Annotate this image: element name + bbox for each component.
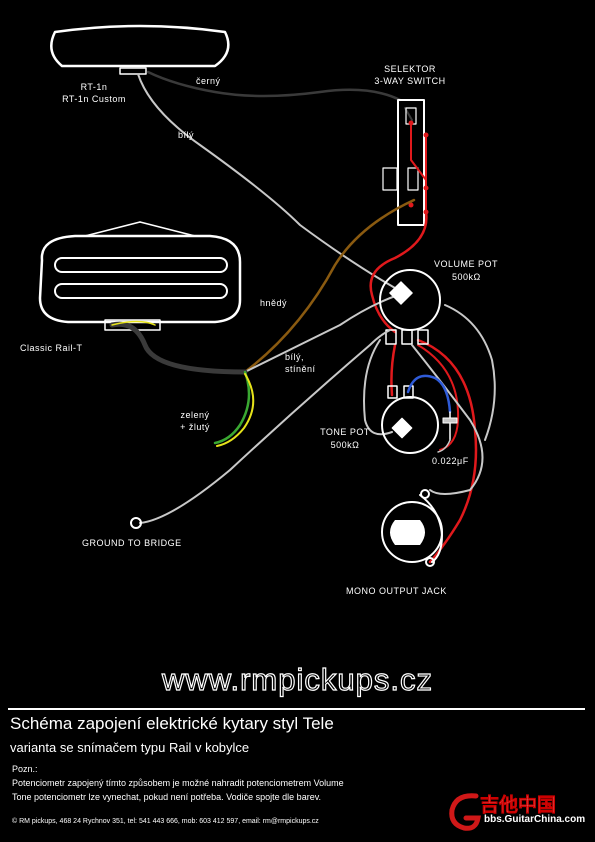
- capacitor-label: 0.022μF: [432, 456, 469, 466]
- website: www.rmpickups.cz: [161, 661, 433, 697]
- wire-ground-bridge: [139, 329, 391, 524]
- neck-pickup-name: RT-1n: [80, 82, 108, 92]
- tone-pot: [381, 385, 439, 454]
- wire-white-neck: [137, 73, 396, 289]
- wire-green-label-2: + žlutý: [180, 422, 210, 432]
- wire-shield-label-2: stínění: [285, 364, 316, 374]
- wire-shield-label-1: bílý,: [285, 352, 305, 362]
- wire-yellow: [216, 373, 255, 447]
- ground-to-bridge-label: GROUND TO BRIDGE: [82, 538, 182, 548]
- wire-green: [213, 370, 251, 445]
- wire-white-shield: [244, 294, 399, 373]
- note-line-2: Tone potenciometr lze vynechat, pokud ne…: [12, 792, 322, 802]
- bridge-pickup: [38, 221, 242, 331]
- neck-pickup: [50, 24, 230, 75]
- wire-white-label: bílý: [178, 130, 195, 140]
- footer: © RM pickups, 468 24 Rychnov 351, tel: 5…: [12, 818, 319, 825]
- switch-label-2: 3-WAY SWITCH: [374, 76, 446, 86]
- page-subtitle: varianta se snímačem typu Rail v kobylce: [10, 740, 250, 755]
- volume-pot: [379, 269, 441, 345]
- volume-label-2: 500kΩ: [452, 272, 481, 282]
- wire-black: [146, 70, 402, 102]
- note-heading: Pozn.:: [12, 764, 38, 774]
- wire-blue: [406, 374, 452, 414]
- guitar-logo-icon: [449, 793, 481, 831]
- wire-brown-label: hnědý: [260, 298, 288, 308]
- output-jack-label: MONO OUTPUT JACK: [346, 586, 447, 596]
- bridge-pickup-name: Classic Rail-T: [20, 343, 83, 353]
- tone-label-2: 500kΩ: [330, 440, 360, 450]
- wire-red: [369, 210, 428, 334]
- watermark-chinese: 吉他中国: [480, 794, 557, 817]
- wire-green-label-1: zelený: [180, 410, 210, 420]
- tone-label-1: TONE POT: [320, 427, 370, 437]
- selector-switch: [382, 99, 429, 226]
- switch-label-1: SELEKTOR: [384, 64, 436, 74]
- wire-brown: [243, 198, 416, 374]
- wire-black-label: černý: [196, 76, 221, 86]
- note-line-1: Potenciometr zapojený tímto způsobem je …: [12, 778, 344, 788]
- volume-label-1: VOLUME POT: [434, 259, 499, 269]
- divider: [8, 708, 585, 710]
- watermark: 吉他中国 bbs.GuitarChina.com: [446, 790, 591, 834]
- neck-pickup-variant: RT-1n Custom: [62, 94, 126, 104]
- output-jack: [381, 489, 443, 567]
- watermark-url: bbs.GuitarChina.com: [484, 814, 586, 825]
- capacitor: [437, 411, 458, 453]
- page-title: Schéma zapojení elektrické kytary styl T…: [10, 714, 334, 733]
